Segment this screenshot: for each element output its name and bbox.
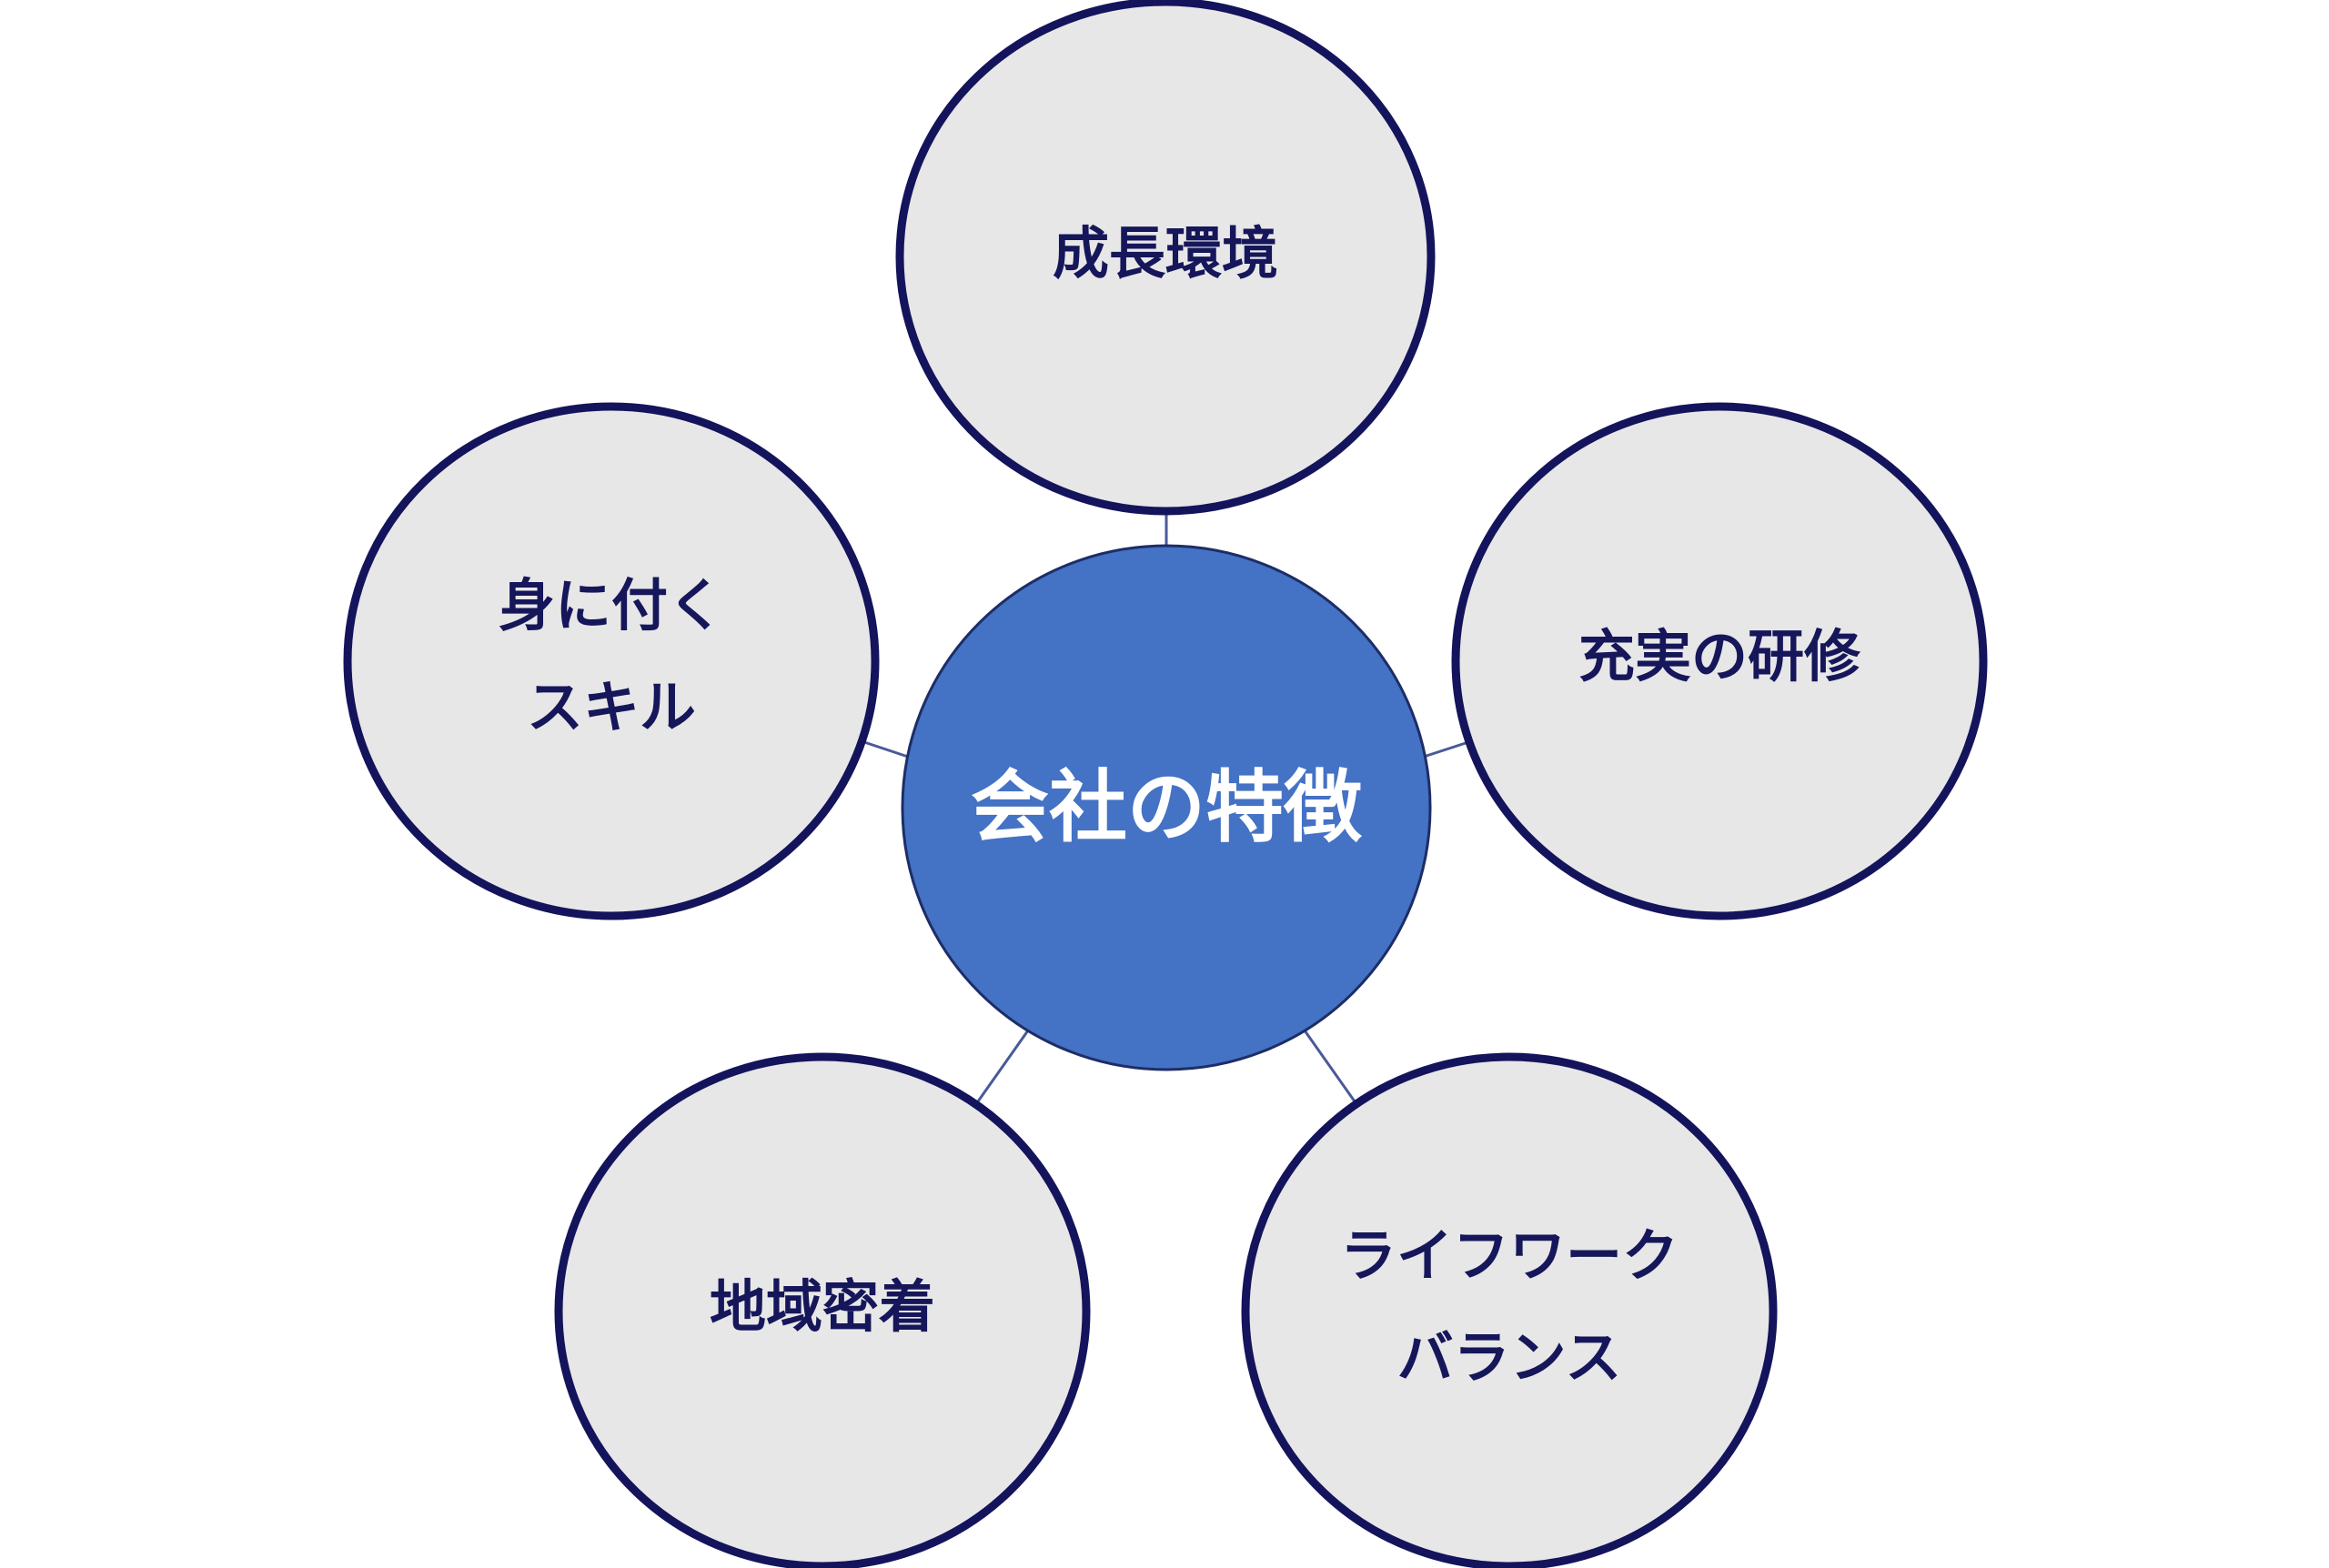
connector-community <box>976 1030 1030 1102</box>
label-work-life-line-1: ライフワーク <box>1339 1222 1679 1289</box>
label-skills: 身に付く スキル <box>499 555 724 759</box>
node-community <box>554 1052 1091 1568</box>
node-training <box>1451 402 1988 920</box>
label-work-life-line-2: バランス <box>1396 1324 1622 1391</box>
connector-work-life <box>1303 1030 1356 1102</box>
node-center <box>901 544 1432 1071</box>
label-growth: 成長環境 <box>1053 203 1278 305</box>
label-work-life: ライフワーク バランス <box>1340 1205 1679 1409</box>
label-training: 充実の研修 <box>1578 606 1860 708</box>
label-training-line-1: 充実の研修 <box>1578 623 1861 689</box>
label-skills-line-2: スキル <box>526 674 697 740</box>
node-growth <box>895 0 1436 516</box>
connector-training <box>1423 740 1469 759</box>
label-community-line-1: 地域密着 <box>709 1273 936 1340</box>
node-work-life <box>1241 1052 1778 1568</box>
label-skills-line-1: 身に付く <box>498 572 725 638</box>
label-growth-line-1: 成長環境 <box>1052 220 1279 286</box>
node-skills <box>343 402 880 920</box>
connector-skills <box>863 740 909 759</box>
center-label: 会社の特徴 <box>971 762 1362 853</box>
label-community: 地域密着 <box>710 1256 935 1358</box>
